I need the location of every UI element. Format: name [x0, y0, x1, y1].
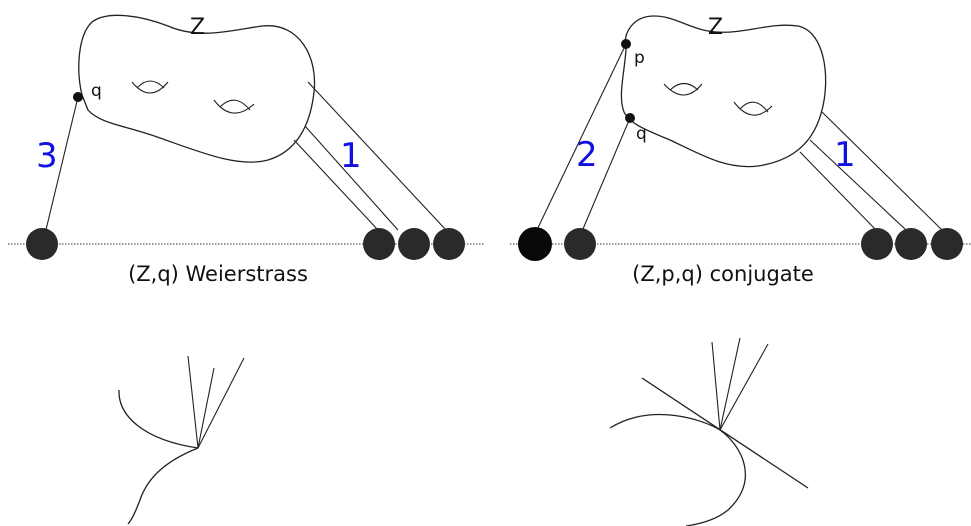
left-point-q	[73, 92, 83, 102]
right-point-q-label: q	[636, 124, 647, 144]
left-surface-label: Z	[190, 15, 205, 40]
left-hole-1	[131, 81, 169, 94]
left-bundle-count-label: 1	[340, 136, 362, 176]
tangent-line	[641, 377, 809, 489]
left-bundle-edge-1	[293, 139, 379, 231]
cusp-sketch	[118, 355, 245, 525]
left-tail-count-label: 3	[36, 136, 58, 176]
left-caption: (Z,q) Weierstrass	[128, 262, 308, 286]
cusp-upper-branch	[118, 389, 199, 449]
left-bundle-node-2	[398, 228, 430, 260]
right-point-p	[621, 39, 631, 49]
left-tail-edge	[43, 96, 79, 239]
right-surface	[620, 15, 827, 168]
right-tail-node-q	[564, 228, 596, 260]
right-hole-1-rim	[669, 82, 699, 91]
left-point-q-label: q	[91, 81, 102, 101]
right-caption: (Z,p,q) conjugate	[632, 262, 814, 286]
left-bundle-node-3	[433, 228, 465, 260]
right-tail-node-p	[518, 227, 552, 261]
cusp-ray-1	[187, 355, 199, 449]
right-bundle-node-2	[895, 228, 927, 260]
left-bundle-edge-2	[304, 125, 399, 231]
right-bundle-node-3	[931, 228, 963, 260]
cusp-lower-branch	[127, 447, 199, 525]
left-hole-2	[213, 99, 255, 114]
left-hole-1-rim	[136, 80, 165, 89]
left-panel: Z q 3 1 (Z,q) Weierstrass	[8, 14, 485, 286]
right-hole-2-rim	[739, 101, 769, 113]
left-surface	[78, 14, 316, 163]
right-tail-count-label: 2	[576, 135, 598, 175]
tangent-ray-1	[711, 341, 721, 431]
right-hole-1	[663, 83, 703, 96]
right-surface-label: Z	[708, 15, 723, 40]
left-hole-2-rim	[219, 99, 251, 111]
right-hole-2	[733, 101, 773, 116]
right-bundle-edge-2	[809, 139, 907, 231]
left-tail-node	[26, 228, 58, 260]
cusp-ray-2	[197, 367, 215, 449]
right-bundle-node-1	[861, 228, 893, 260]
cusp-ray-3	[197, 357, 245, 449]
left-bundle-node-1	[363, 228, 395, 260]
right-tail-edge-q	[579, 117, 631, 237]
smooth-curve	[609, 414, 746, 526]
right-panel: Z p q 2 1 (Z,p,q) conjugate	[510, 15, 971, 286]
right-point-p-label: p	[634, 48, 645, 68]
left-bundle-edge-3	[307, 81, 447, 231]
tangent-sketch	[609, 337, 809, 526]
tangent-ray-3	[719, 343, 769, 431]
right-point-q	[625, 113, 635, 123]
right-bundle-edge-3	[821, 111, 943, 231]
right-tail-edge-p	[533, 43, 627, 237]
right-bundle-count-label: 1	[834, 135, 856, 175]
right-bundle-edge-1	[799, 151, 877, 231]
tangent-ray-2	[719, 337, 741, 431]
